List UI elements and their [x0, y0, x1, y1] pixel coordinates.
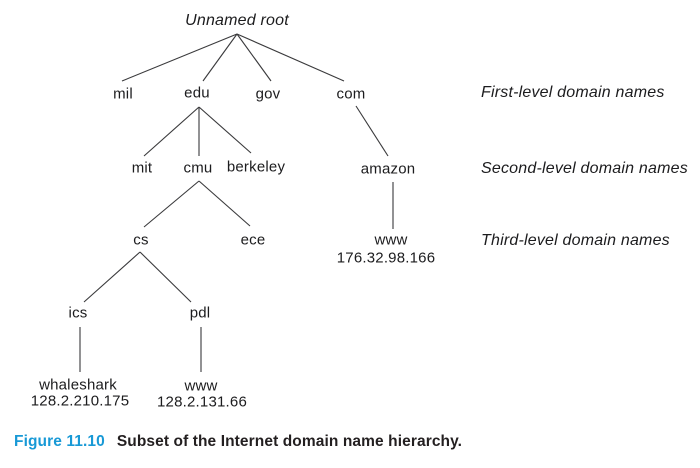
- label-third-level: Third-level domain names: [481, 232, 670, 249]
- node-amazon-www-ip: 176.32.98.166: [336, 249, 436, 267]
- edge-root-gov: [236, 33, 272, 82]
- edge-cs-ics: [83, 251, 141, 303]
- node-mit: mit: [131, 159, 153, 177]
- node-berkeley: berkeley: [226, 158, 286, 176]
- node-pdl-www-ip: 128.2.131.66: [157, 393, 247, 411]
- node-root: Unnamed root: [185, 12, 289, 29]
- figure-caption: Figure 11.10 Subset of the Internet domai…: [14, 433, 462, 451]
- node-pdl-www: www: [184, 377, 218, 395]
- figure-number: Figure 11.10: [14, 433, 105, 450]
- edge-cmu-ece: [198, 180, 251, 227]
- node-cs: cs: [133, 231, 149, 249]
- node-ics: ics: [68, 304, 88, 322]
- edge-edu-berkeley: [198, 106, 252, 154]
- edge-cmu-cs: [143, 180, 200, 228]
- edge-root-mil: [121, 33, 238, 82]
- node-amazon: amazon: [360, 160, 416, 178]
- node-ece: ece: [240, 231, 266, 249]
- edge-com-amazon: [355, 105, 389, 157]
- edge-root-com: [236, 33, 345, 82]
- node-whaleshark-ip: 128.2.210.175: [30, 392, 130, 410]
- label-first-level: First-level domain names: [481, 84, 665, 101]
- edge-edu-mit: [143, 106, 200, 157]
- node-amazon-www: www: [374, 231, 408, 249]
- edge-cs-pdl: [139, 251, 192, 303]
- figure-caption-text: Subset of the Internet domain name hiera…: [116, 433, 463, 450]
- node-cmu: cmu: [183, 159, 213, 177]
- edge-root-edu: [202, 33, 238, 82]
- node-whaleshark: whaleshark: [39, 376, 117, 394]
- node-edu: edu: [184, 84, 210, 102]
- node-pdl: pdl: [189, 304, 211, 322]
- node-mil: mil: [113, 85, 133, 103]
- node-com: com: [336, 85, 366, 103]
- label-second-level: Second-level domain names: [481, 160, 688, 177]
- node-gov: gov: [255, 85, 281, 103]
